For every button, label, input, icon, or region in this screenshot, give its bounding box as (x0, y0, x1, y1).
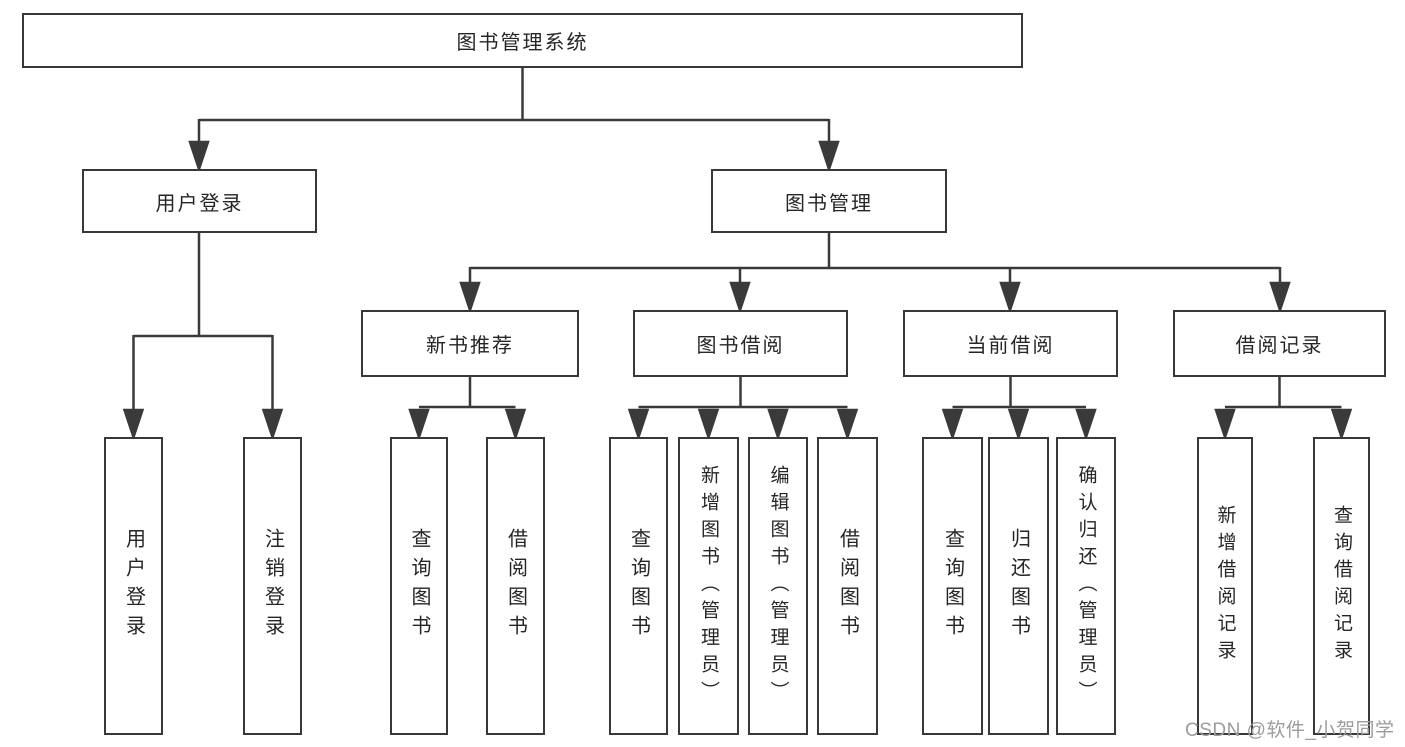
csdn-watermark: CSDN @软件_小贺同学 (1185, 720, 1395, 741)
leaf-query-book-recommend: 查询图书 (390, 437, 448, 735)
node-borrow-records: 借阅记录 (1173, 310, 1386, 377)
connector-borrow-records-children (1214, 377, 1353, 441)
leaf-edit-book-admin: 编辑图书（管理员） (748, 437, 808, 735)
leaf-query-borrow-record: 查询借阅记录 (1313, 437, 1370, 735)
leaf-add-book-admin: 新增图书（管理员） (678, 437, 739, 735)
leaf-logout: 注销登录 (243, 437, 302, 735)
leaf-borrow-book-borrow: 借阅图书 (817, 437, 878, 735)
connector-book-mgmt-children (459, 233, 1291, 314)
leaf-borrow-book-recommend: 借阅图书 (486, 437, 545, 735)
leaf-query-book-borrow: 查询图书 (609, 437, 668, 735)
node-new-book-recommend: 新书推荐 (361, 310, 579, 377)
node-user-login: 用户登录 (82, 169, 317, 233)
connector-root-to-level2 (188, 68, 840, 173)
leaf-return-book: 归还图书 (988, 437, 1049, 735)
connector-current-borrow-children (941, 377, 1097, 441)
node-current-borrow: 当前借阅 (903, 310, 1118, 377)
connector-new-book-children (408, 377, 527, 441)
node-book-borrow: 图书借阅 (633, 310, 848, 377)
connector-book-borrow-children (627, 377, 859, 441)
leaf-add-borrow-record: 新增借阅记录 (1197, 437, 1253, 735)
leaf-confirm-return-admin: 确认归还（管理员） (1056, 437, 1116, 735)
node-book-management: 图书管理 (711, 169, 947, 233)
leaf-user-login: 用户登录 (104, 437, 163, 735)
node-root-system: 图书管理系统 (22, 13, 1023, 68)
leaf-query-book-current: 查询图书 (922, 437, 983, 735)
connector-user-login-children (122, 233, 284, 441)
